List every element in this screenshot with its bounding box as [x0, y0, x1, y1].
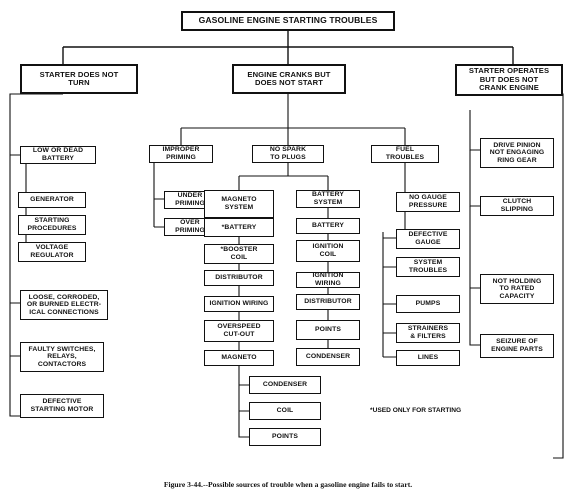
- node-battery-system: BATTERY SYSTEM: [296, 190, 360, 208]
- line-fuel-sub: [382, 212, 406, 358]
- diagram-title: GASOLINE ENGINE STARTING TROUBLES: [181, 11, 395, 31]
- node-distributor-magneto: DISTRIBUTOR: [204, 270, 274, 286]
- node-magneto-system: MAGNETO SYSTEM: [204, 190, 274, 218]
- node-starting-procedures: STARTING PROCEDURES: [18, 215, 86, 235]
- node-strainers-filters: STRAINERS & FILTERS: [396, 323, 460, 343]
- node-drive-pinion: DRIVE PINION NOT ENGAGING RING GEAR: [480, 138, 554, 168]
- figure-caption: Figure 3-44.--Possible sources of troubl…: [163, 480, 413, 489]
- node-fuel-troubles: FUEL TROUBLES: [371, 145, 439, 163]
- node-seizure-engine-parts: SEIZURE OF ENGINE PARTS: [480, 334, 554, 358]
- node-no-spark: NO SPARK TO PLUGS: [252, 145, 324, 163]
- node-voltage-regulator: VOLTAGE REGULATOR: [18, 242, 86, 262]
- node-low-dead-battery: LOW OR DEAD BATTERY: [20, 146, 96, 164]
- branch-starter-no-crank: STARTER OPERATES BUT DOES NOT CRANK ENGI…: [455, 64, 563, 96]
- node-booster-coil: *BOOSTER COIL: [204, 244, 274, 264]
- line-clutch-sub: [469, 206, 480, 346]
- node-loose-connections: LOOSE, CORRODED, OR BURNED ELECTR- ICAL …: [20, 290, 108, 320]
- node-condenser-magneto: CONDENSER: [249, 376, 321, 394]
- node-lines: LINES: [396, 350, 460, 366]
- node-defective-gauge: DEFECTIVE GAUGE: [396, 229, 460, 249]
- line-right-top: [469, 110, 480, 151]
- line-priming: [153, 163, 164, 228]
- node-ignition-wiring-battery: IGNITION WIRING: [296, 272, 360, 288]
- footnote: *USED ONLY FOR STARTING: [370, 407, 462, 414]
- line-magneto-sub: [238, 364, 249, 438]
- branch-starter-not-turn: STARTER DOES NOT TURN: [20, 64, 138, 94]
- line-right-clutch: [469, 150, 480, 207]
- line-left-taps: [10, 154, 20, 357]
- node-pumps: PUMPS: [396, 295, 460, 313]
- node-defective-starting-motor: DEFECTIVE STARTING MOTOR: [20, 394, 104, 418]
- node-battery: BATTERY: [296, 218, 360, 234]
- line-title-branches: [62, 30, 514, 64]
- line-left-spine: [9, 93, 63, 417]
- node-ignition-wiring-magneto: IGNITION WIRING: [204, 296, 274, 312]
- line-middle-down: [180, 94, 406, 145]
- node-ignition-coil: IGNITION COIL: [296, 240, 360, 262]
- node-condenser-battery: CONDENSER: [296, 348, 360, 366]
- node-clutch-slipping: CLUTCH SLIPPING: [480, 196, 554, 216]
- node-over-priming: OVER PRIMING: [164, 218, 216, 236]
- node-no-gauge-pressure: NO GAUGE PRESSURE: [396, 192, 460, 212]
- node-coil: COIL: [249, 402, 321, 420]
- line-no-spark: [238, 163, 329, 190]
- node-distributor-battery: DISTRIBUTOR: [296, 294, 360, 310]
- node-magneto: MAGNETO: [204, 350, 274, 366]
- node-points-magneto: POINTS: [249, 428, 321, 446]
- node-system-troubles: SYSTEM TROUBLES: [396, 257, 460, 277]
- branch-cranks-not-start: ENGINE CRANKS BUT DOES NOT START: [232, 64, 346, 94]
- node-improper-priming: IMPROPER PRIMING: [149, 145, 213, 163]
- node-points-battery: POINTS: [296, 320, 360, 340]
- node-overspeed-cutout: OVERSPEED CUT-OUT: [204, 320, 274, 342]
- node-not-holding-capacity: NOT HOLDING TO RATED CAPACITY: [480, 274, 554, 304]
- node-faulty-switches: FAULTY SWITCHES, RELAYS, CONTACTORS: [20, 342, 104, 372]
- node-battery-starred: *BATTERY: [204, 218, 274, 237]
- node-generator: GENERATOR: [18, 192, 86, 208]
